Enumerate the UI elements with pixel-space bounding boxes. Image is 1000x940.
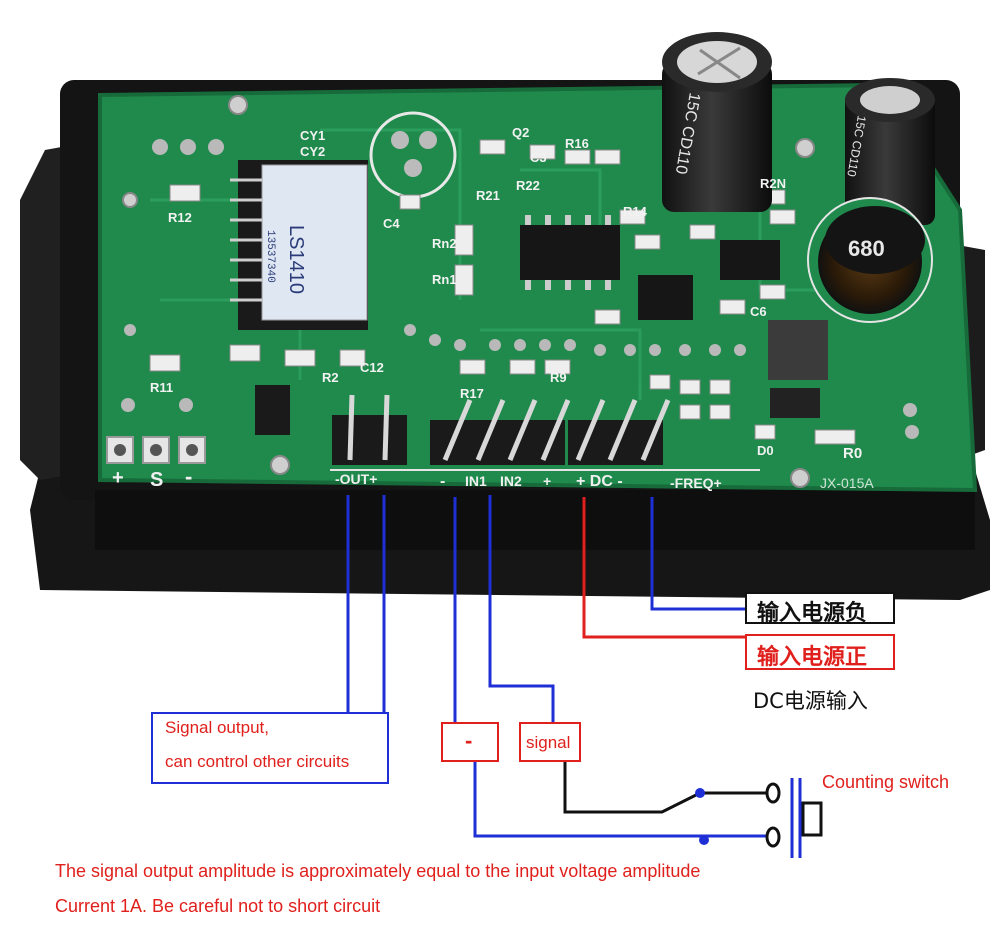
silk-c4: C4 xyxy=(383,216,400,231)
silk-r0: R0 xyxy=(843,445,862,462)
wire-in1 xyxy=(488,495,555,722)
pin-label-freq: -FREQ+ xyxy=(670,475,722,491)
pcb-board xyxy=(98,32,978,493)
silk-r2: R2 xyxy=(322,370,339,385)
wire-dc-minus xyxy=(650,497,745,611)
silk-r14: R14 xyxy=(623,204,648,219)
inductor-label: 680 xyxy=(848,236,885,261)
signal-box: signal xyxy=(519,722,581,762)
signal-box-label: signal xyxy=(526,733,571,752)
chip-sticker-text: LS1410 xyxy=(285,225,307,294)
note-line2: Current 1A. Be careful not to short circ… xyxy=(55,896,381,916)
power-negative-label: 输入电源负 xyxy=(757,601,868,626)
pin-label-dc: + DC - xyxy=(576,473,623,490)
chip-sticker-sub: 13537340 xyxy=(264,230,276,283)
silk-r11: R11 xyxy=(150,380,173,395)
ic-chips xyxy=(255,215,828,435)
silk-r16: R16 xyxy=(565,136,589,151)
silk-cy1: CY1 xyxy=(300,128,325,143)
power-positive-label: 输入电源正 xyxy=(757,645,868,670)
power-positive-box: 输入电源正 xyxy=(745,634,895,670)
pin-label-s: S xyxy=(150,469,163,491)
pin-label-in-plus: + xyxy=(543,473,551,489)
silk-r22: R22 xyxy=(516,178,540,193)
silk-q2: Q2 xyxy=(512,125,529,140)
wire-switch-minus xyxy=(473,762,773,838)
note-line1: The signal output amplitude is approxima… xyxy=(55,861,701,881)
signal-output-line2: can control other circuits xyxy=(165,752,350,771)
wire-switch-signal xyxy=(563,762,773,814)
wiring xyxy=(346,495,773,838)
pin-label-plus: + xyxy=(112,467,124,489)
signal-output-line1: Signal output, xyxy=(165,718,269,737)
counting-switch-label: Counting switch xyxy=(822,772,950,792)
silk-r9: R9 xyxy=(550,370,567,385)
pin-label-in-minus: - xyxy=(440,473,445,490)
pin-label-in2: IN2 xyxy=(500,473,522,489)
silk-r12: R12 xyxy=(168,210,192,225)
inductor xyxy=(807,197,933,323)
silk-rn2: Rn2 xyxy=(432,236,457,251)
silk-cy2: CY2 xyxy=(300,144,325,159)
silk-r2n: R2N xyxy=(760,176,786,191)
silk-rn1: Rn1 xyxy=(432,272,457,287)
pin-label-in1: IN1 xyxy=(465,473,487,489)
counting-switch-symbol xyxy=(695,778,823,858)
dc-power-input-label: DC电源输入 xyxy=(753,689,868,713)
minus-box-label: - xyxy=(465,728,473,753)
board-model: JX-015A xyxy=(820,475,874,491)
main-chip xyxy=(230,160,368,330)
signal-output-box: Signal output, can control other circuit… xyxy=(151,712,389,784)
power-negative-box: 输入电源负 xyxy=(745,592,895,626)
silk-c3: C3 xyxy=(530,150,547,165)
pin-label-out: -OUT+ xyxy=(335,471,377,487)
pin-label-minus: - xyxy=(185,464,192,489)
silk-c12: C12 xyxy=(360,360,384,375)
silk-r17: R17 xyxy=(460,386,484,401)
silk-d0: D0 xyxy=(757,443,774,458)
silk-m7: M7 xyxy=(783,398,801,413)
silk-r21: R21 xyxy=(476,188,500,203)
wire-dc-plus xyxy=(582,497,745,639)
pin-headers xyxy=(332,394,671,465)
minus-box: - xyxy=(441,722,499,762)
electrolytic-capacitors xyxy=(662,32,935,225)
silk-c6: C6 xyxy=(750,304,767,319)
